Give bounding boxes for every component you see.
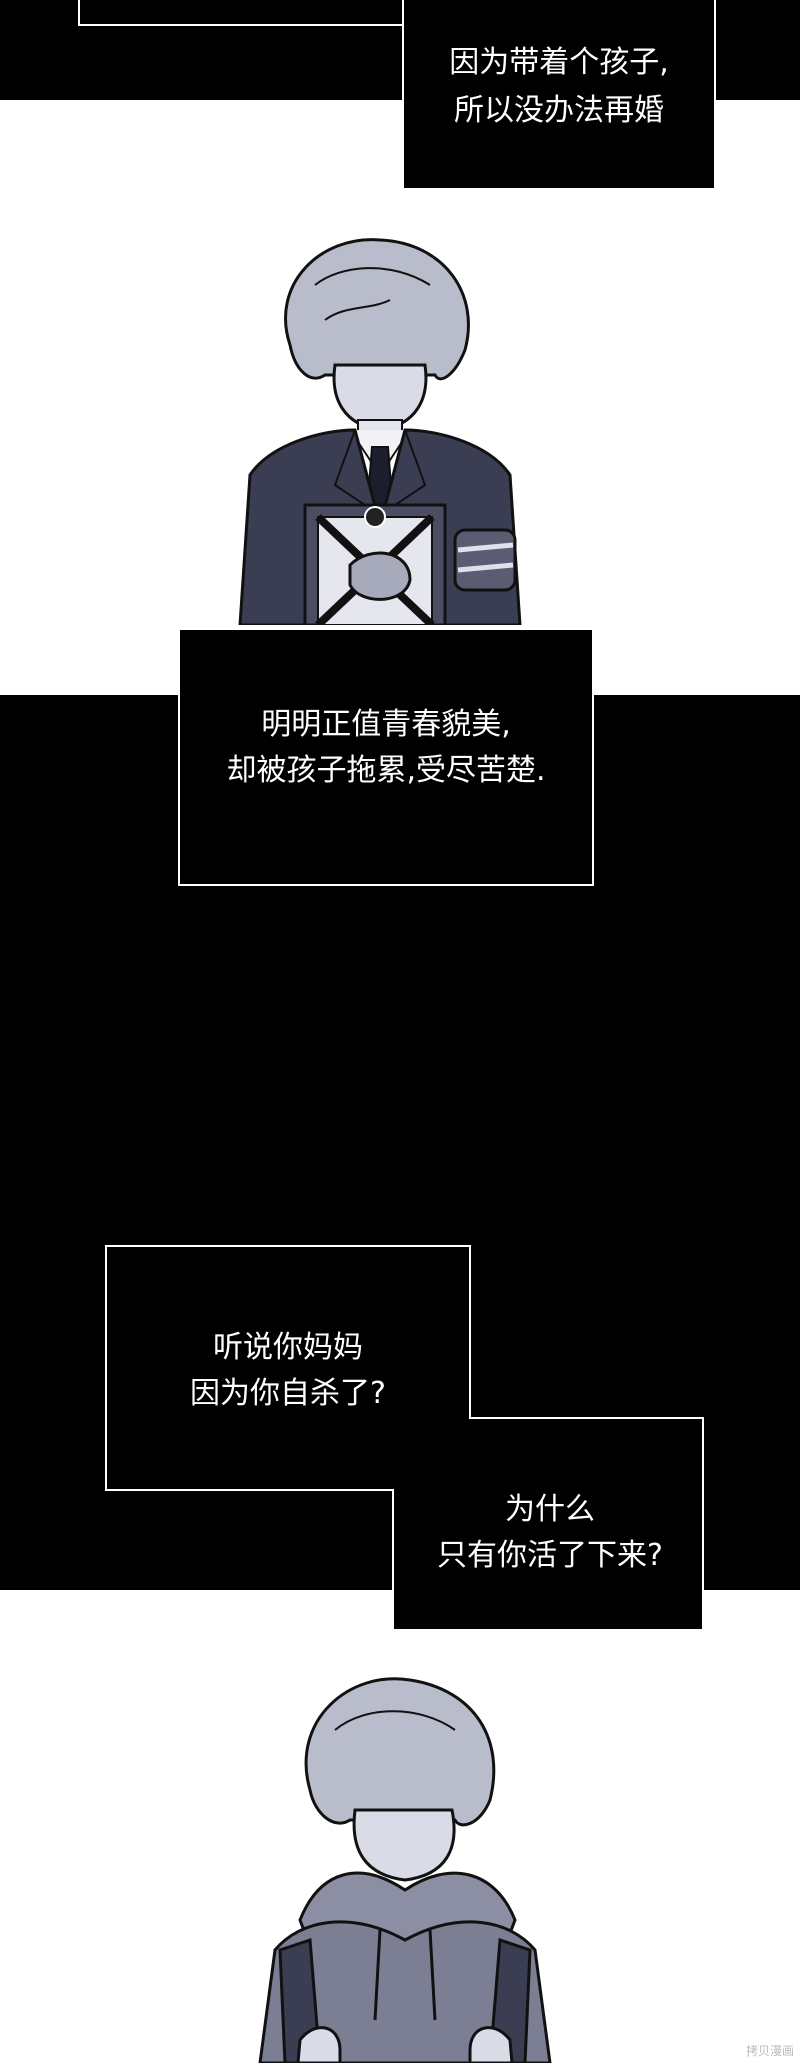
character-in-hoodie-illustration: [258, 1677, 552, 2063]
caption-box-2: [178, 628, 594, 886]
top-frame-line-h: [78, 24, 404, 26]
caption-3-line-2: 因为你自杀了?: [190, 1376, 386, 1411]
caption-2-line-1: 明明正值青春貌美,: [261, 707, 511, 742]
stepped-caption-outline: [105, 1245, 704, 1631]
caption-4-line-2: 只有你活了下来?: [437, 1538, 663, 1573]
caption-3-line-1: 听说你妈妈: [213, 1330, 363, 1365]
caption-2-line-2: 却被孩子拖累,受尽苦楚.: [226, 753, 546, 788]
character-in-suit-illustration: [238, 238, 522, 625]
caption-1-line-1: 因为带着个孩子,: [449, 45, 669, 80]
watermark: 拷贝漫画: [745, 2044, 794, 2058]
caption-4-line-1: 为什么: [505, 1492, 595, 1527]
caption-box-1: [402, 0, 716, 190]
top-frame-line: [78, 0, 80, 26]
caption-1-line-2: 所以没办法再婚: [454, 93, 664, 128]
